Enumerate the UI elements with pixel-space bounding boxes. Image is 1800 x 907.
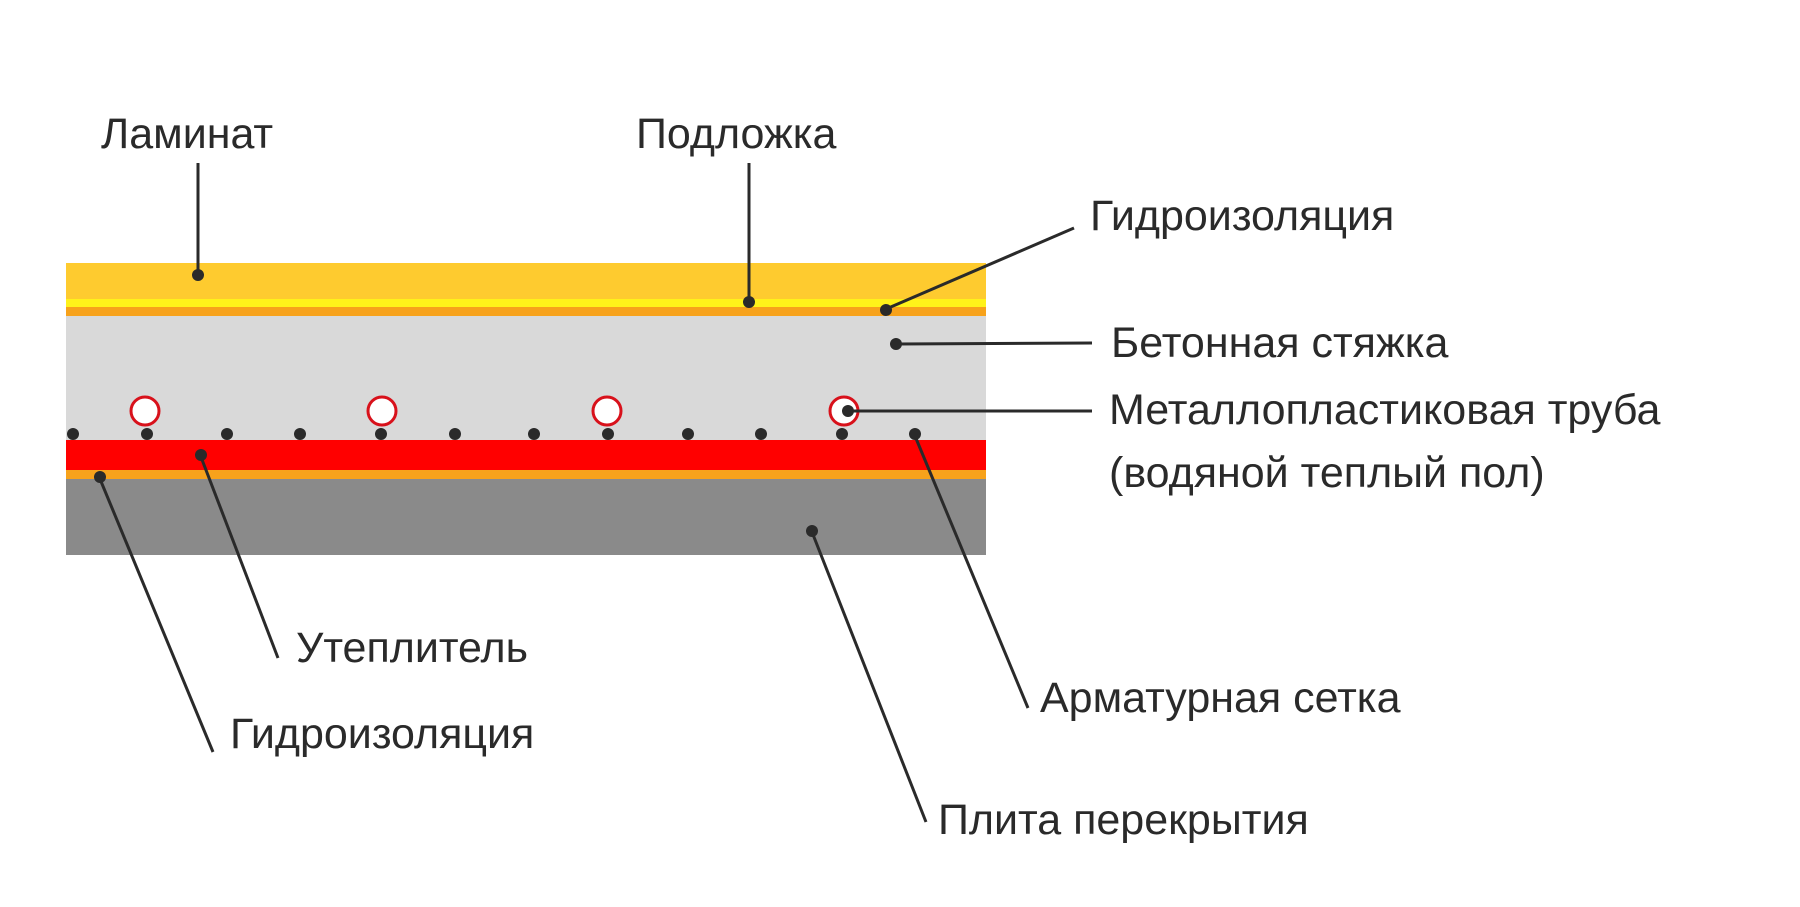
floor-slab-layer <box>66 479 986 555</box>
rebar-dot <box>449 428 461 440</box>
label-floor-slab: Плита перекрытия <box>938 796 1309 844</box>
rebar-dot <box>528 428 540 440</box>
rebar-dot <box>602 428 614 440</box>
anchor-underlay <box>743 296 755 308</box>
waterproofing-bottom-layer <box>66 470 986 479</box>
leader-waterproofing-bottom <box>98 478 215 753</box>
label-laminate: Ламинат <box>101 110 273 158</box>
label-concrete-screed: Бетонная стяжка <box>1111 319 1448 367</box>
anchor-laminate <box>192 269 204 281</box>
label-rebar-mesh: Арматурная сетка <box>1040 674 1401 722</box>
rebar-dot <box>221 428 233 440</box>
rebar-dot <box>141 428 153 440</box>
anchor-waterproofing-top <box>880 304 892 316</box>
leader-lines <box>94 163 1093 823</box>
rebar-mesh-dots <box>67 428 921 440</box>
rebar-dot <box>682 428 694 440</box>
anchor-pipe <box>842 405 854 417</box>
pipe-circle <box>129 395 161 427</box>
rebar-dot <box>67 428 79 440</box>
waterproofing-top-layer <box>66 307 986 316</box>
leader-waterproofing-top <box>885 226 1075 311</box>
anchor-concrete-screed <box>890 338 902 350</box>
underlay-layer <box>66 299 986 307</box>
label-underlay: Подложка <box>636 110 836 158</box>
leader-floor-slab <box>810 531 928 823</box>
layer-stack <box>66 263 986 555</box>
heating-pipes <box>129 395 860 427</box>
rebar-dot <box>375 428 387 440</box>
label-insulation: Утеплитель <box>296 624 528 672</box>
anchor-insulation <box>195 449 207 461</box>
label-pipe-line2: (водяной теплый пол) <box>1109 449 1545 497</box>
leader-concrete-screed <box>897 341 1093 346</box>
leader-insulation <box>199 456 280 659</box>
rebar-dot <box>755 428 767 440</box>
anchor-floor-slab <box>806 525 818 537</box>
label-waterproofing-bottom: Гидроизоляция <box>230 710 534 758</box>
pipe-circle <box>366 395 398 427</box>
laminate-layer <box>66 263 986 299</box>
rebar-dot <box>294 428 306 440</box>
anchor-waterproofing-bottom <box>94 471 106 483</box>
pipe-circle <box>591 395 623 427</box>
rebar-dot <box>909 428 921 440</box>
labels: Ламинат Подложка Гидроизоляция Бетонная … <box>101 110 1660 844</box>
leader-rebar-mesh <box>913 435 1030 709</box>
label-waterproofing-top: Гидроизоляция <box>1090 192 1394 240</box>
label-pipe-line1: Металлопластиковая труба <box>1109 386 1660 434</box>
rebar-dot <box>836 428 848 440</box>
insulation-layer <box>66 440 986 470</box>
